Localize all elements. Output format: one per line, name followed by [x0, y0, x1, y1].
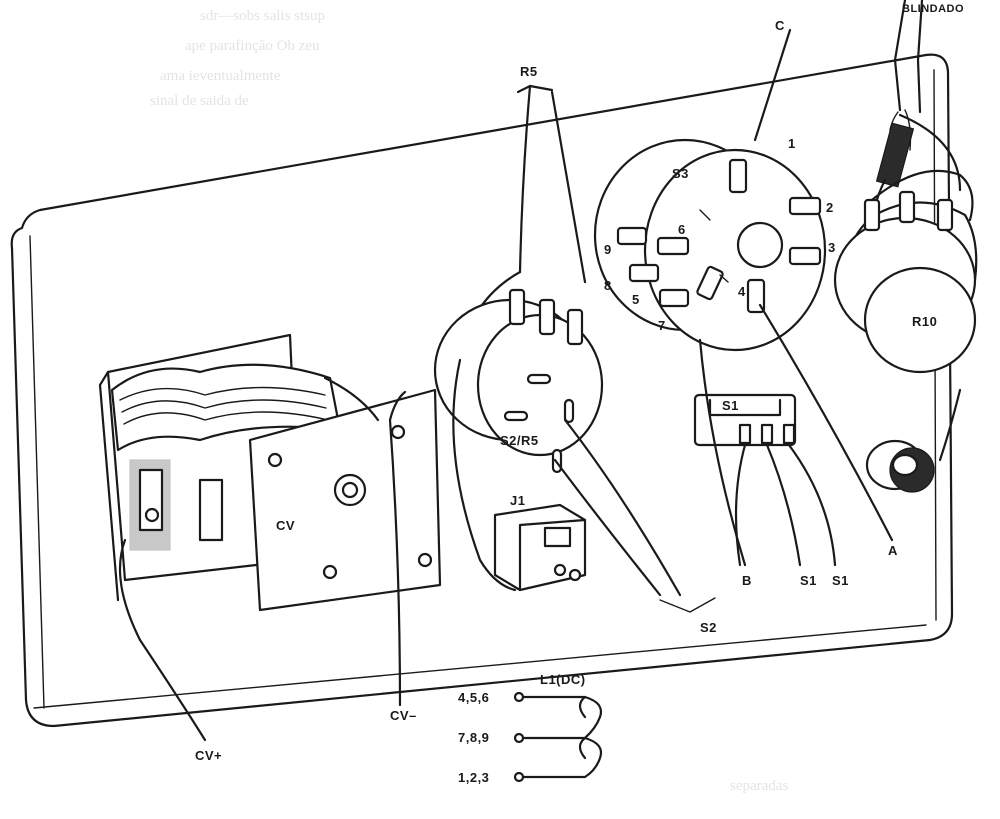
label-pin-5: 5 [632, 292, 640, 307]
label-pin-7: 7 [658, 318, 666, 333]
wire-b [698, 338, 747, 567]
label-s2: S2 [700, 620, 717, 635]
label-l1: L1(DC) [540, 672, 586, 687]
label-pin-4: 4 [738, 284, 746, 299]
jack-j1 [493, 503, 587, 592]
wire-c [753, 28, 792, 142]
potentiometer-r10 [833, 169, 978, 462]
label-r10: R10 [912, 314, 937, 329]
label-l1-tap-456: 4,5,6 [458, 690, 489, 705]
wire-s2-b [553, 458, 662, 597]
label-s1-switch: S1 [722, 398, 739, 413]
svg-text:sinal de saida de: sinal de saida de [150, 93, 249, 109]
label-pin-3: 3 [828, 240, 836, 255]
svg-text:separadas: separadas [730, 778, 788, 794]
label-s2r5: S2/R5 [500, 433, 539, 448]
selector-switch-s3 [593, 138, 827, 352]
label-cv-plus: CV+ [195, 748, 222, 763]
label-l1-tap-123: 1,2,3 [458, 770, 489, 785]
label-c: C [775, 18, 785, 33]
label-pin-1: 1 [788, 136, 796, 151]
wire-j1 [452, 358, 517, 592]
svg-text:sdr—sobs salis stsup: sdr—sobs salis stsup [200, 8, 325, 24]
label-a: A [888, 543, 898, 558]
label-pin-2: 2 [826, 200, 834, 215]
label-pin-9: 9 [604, 242, 612, 257]
label-j1: J1 [510, 493, 525, 508]
wire-cv-plus [118, 538, 207, 742]
svg-text:ape parafinção Ob zeu: ape parafinção Ob zeu [185, 38, 320, 54]
potentiometer-s2r5 [433, 288, 604, 474]
label-s3: S3 [672, 166, 689, 181]
label-pin-8: 8 [604, 278, 612, 293]
label-cv-minus: CV– [390, 708, 417, 723]
label-r5: R5 [520, 64, 538, 79]
label-pin-6: 6 [678, 222, 686, 237]
label-cv: CV [276, 518, 295, 533]
label-s1-left: S1 [800, 573, 817, 588]
coil-l1 [513, 691, 603, 783]
variable-capacitor-cv [98, 333, 442, 612]
bleed-through-text: sdr—sobs salis stsup ape parafinção Ob z… [150, 8, 788, 794]
label-l1-tap-789: 7,8,9 [458, 730, 489, 745]
wire-s2-a [563, 418, 682, 597]
wire-a [758, 303, 894, 542]
slide-switch-s1 [693, 393, 837, 567]
wire-cv-minus [388, 390, 407, 707]
grommet-jack [865, 439, 935, 493]
svg-text:ama ieventualmente: ama ieventualmente [160, 68, 281, 84]
label-b: B [742, 573, 752, 588]
shielded-cable [872, 0, 962, 232]
label-blindado: BLINDADO [902, 3, 964, 15]
s2-bracket [659, 597, 716, 613]
label-s1-right: S1 [832, 573, 849, 588]
